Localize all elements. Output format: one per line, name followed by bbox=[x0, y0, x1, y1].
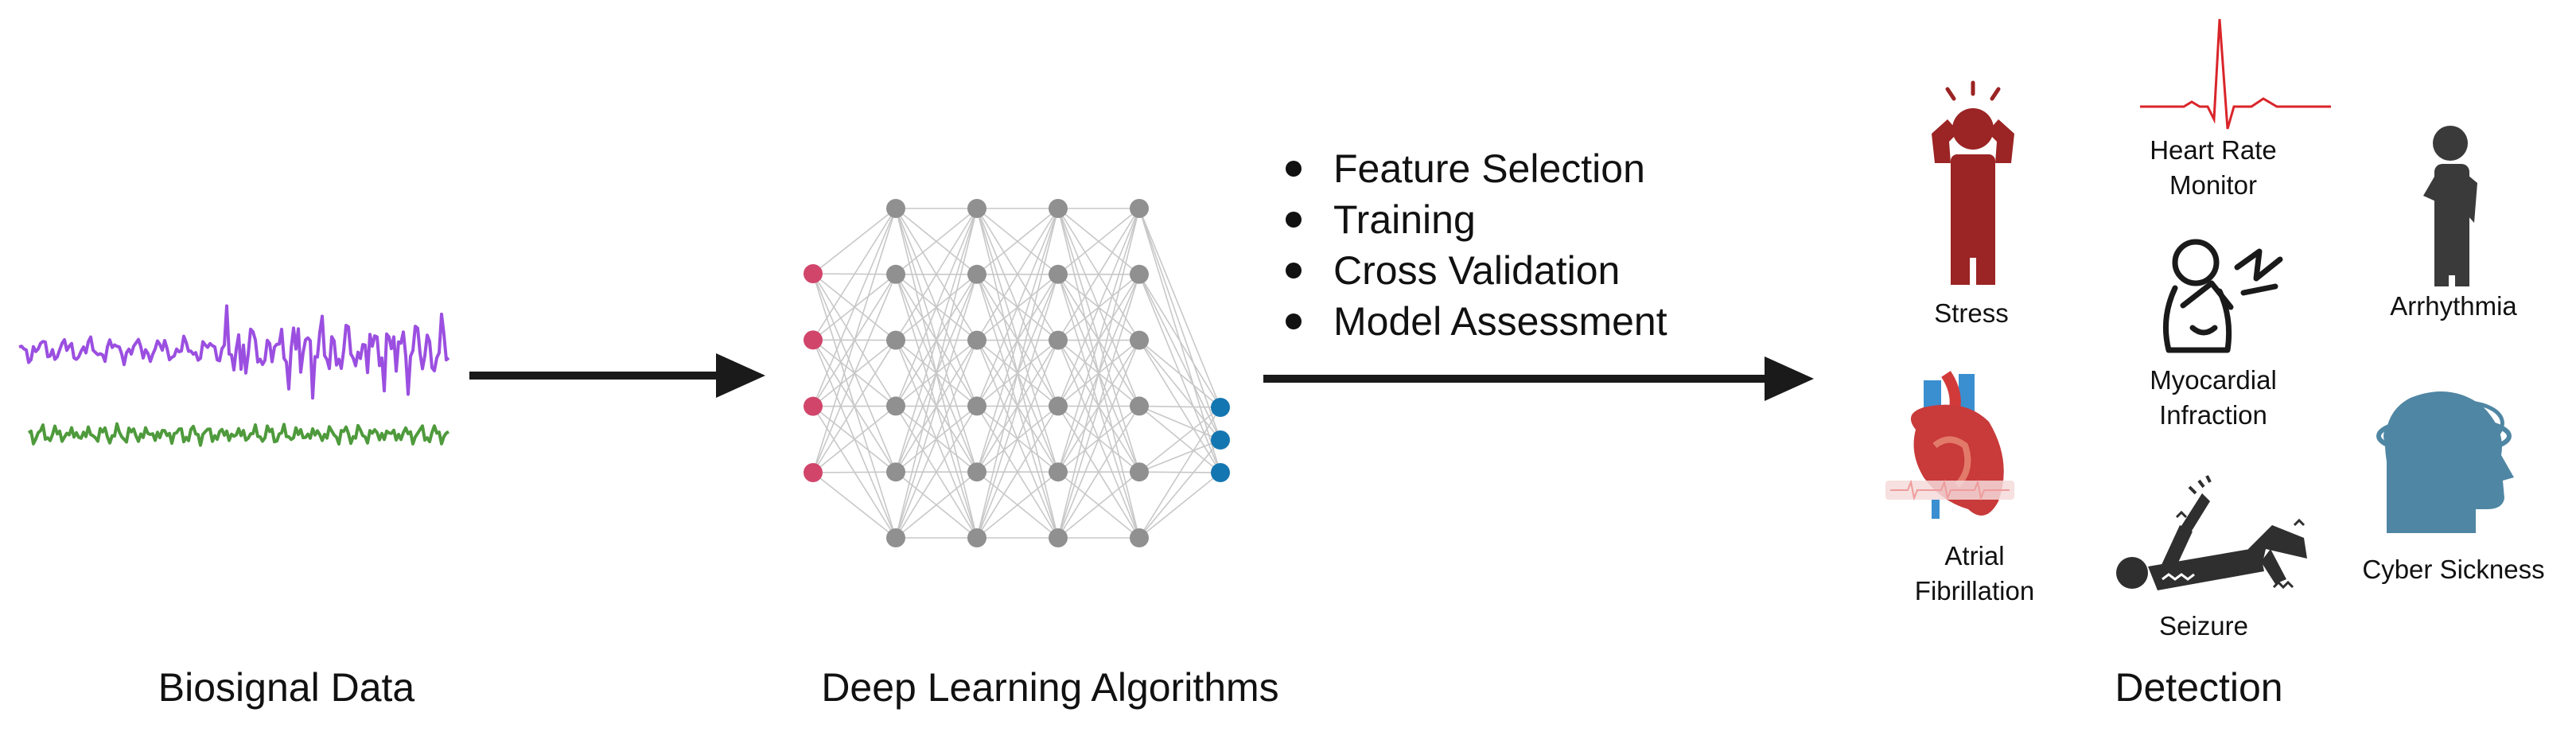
hidden-node bbox=[1049, 199, 1068, 218]
condition-label: Fibrillation bbox=[1915, 574, 2034, 609]
bullet-icon bbox=[1286, 313, 1302, 329]
pipeline-steps-list: Feature Selection Training Cross Validat… bbox=[1281, 143, 1667, 347]
condition-heart-rate-monitor: Heart Rate Monitor bbox=[2150, 133, 2277, 203]
stress-icon bbox=[1932, 83, 2014, 285]
hidden-node bbox=[1130, 265, 1149, 284]
model-section-label: Deep Learning Algorithms bbox=[821, 664, 1278, 711]
bullet-icon bbox=[1286, 263, 1302, 278]
network-edge bbox=[1139, 473, 1220, 538]
condition-label: Infraction bbox=[2150, 398, 2277, 433]
bullet-icon bbox=[1286, 161, 1302, 177]
condition-stress: Stress bbox=[1934, 296, 2009, 331]
network-edge bbox=[1139, 406, 1220, 440]
network-edge bbox=[813, 208, 896, 407]
pipeline-step-label: Feature Selection bbox=[1333, 146, 1645, 191]
pipeline-step-label: Training bbox=[1333, 197, 1476, 242]
condition-label: Heart Rate bbox=[2150, 133, 2277, 168]
hidden-node bbox=[886, 265, 905, 284]
hidden-node bbox=[886, 199, 905, 218]
condition-label: Stress bbox=[1934, 296, 2009, 331]
input-section-label: Biosignal Data bbox=[158, 664, 414, 711]
cyber-sickness-head-icon bbox=[2379, 391, 2514, 533]
hidden-node bbox=[967, 462, 986, 481]
hidden-node bbox=[1130, 331, 1149, 350]
condition-seizure: Seizure bbox=[2159, 609, 2248, 644]
hidden-node bbox=[967, 331, 986, 350]
condition-label: Myocardial bbox=[2150, 363, 2277, 398]
pipeline-step-label: Cross Validation bbox=[1333, 248, 1620, 293]
hidden-node bbox=[886, 462, 905, 481]
hidden-node bbox=[886, 331, 905, 350]
hidden-node bbox=[886, 396, 905, 415]
hidden-node bbox=[1049, 396, 1068, 415]
pipeline-step: Training bbox=[1281, 194, 1667, 245]
pipeline-step: Model Assessment bbox=[1281, 296, 1667, 347]
hidden-node bbox=[1049, 331, 1068, 350]
input-node bbox=[804, 330, 823, 349]
network-edge bbox=[1139, 208, 1220, 407]
hidden-node bbox=[1049, 528, 1068, 547]
input-node bbox=[804, 397, 823, 416]
arrow-to-model bbox=[469, 353, 765, 398]
hidden-node bbox=[1049, 462, 1068, 481]
condition-arrhythmia: Arrhythmia bbox=[2390, 289, 2517, 324]
biosignal-waveforms bbox=[19, 306, 449, 446]
condition-label: Cyber Sickness bbox=[2362, 552, 2544, 587]
output-node bbox=[1211, 463, 1230, 482]
arrow-to-detection bbox=[1263, 356, 1814, 401]
network-edge bbox=[813, 473, 896, 538]
seizure-icon bbox=[2116, 476, 2307, 590]
network-edge bbox=[1139, 341, 1220, 407]
hidden-node bbox=[1049, 265, 1068, 284]
output-node bbox=[1211, 398, 1230, 417]
output-section-label: Detection bbox=[2115, 664, 2282, 711]
arrhythmia-icon bbox=[2423, 126, 2477, 286]
heart-rate-ecg-icon bbox=[2140, 19, 2331, 129]
condition-label: Arrhythmia bbox=[2390, 289, 2517, 324]
network-edge bbox=[1139, 440, 1220, 538]
condition-cyber-sickness: Cyber Sickness bbox=[2362, 552, 2544, 587]
input-node bbox=[804, 463, 823, 482]
network-edges bbox=[813, 208, 1220, 538]
bullet-icon bbox=[1286, 212, 1302, 228]
input-node bbox=[804, 264, 823, 283]
network-edge bbox=[1139, 274, 1220, 407]
network-edge bbox=[1139, 274, 1220, 440]
hidden-node bbox=[1130, 199, 1149, 218]
hidden-node bbox=[1130, 462, 1149, 481]
biosignal-waveform-2 bbox=[29, 424, 449, 446]
myocardial-infraction-icon bbox=[2165, 242, 2280, 350]
pipeline-step: Feature Selection bbox=[1281, 143, 1667, 194]
hidden-node bbox=[1130, 528, 1149, 547]
network-edge bbox=[1139, 341, 1220, 440]
atrial-fibrillation-heart-icon bbox=[1885, 374, 2014, 519]
hidden-node bbox=[886, 528, 905, 547]
hidden-node bbox=[967, 199, 986, 218]
condition-myocardial-infraction: Myocardial Infraction bbox=[2150, 363, 2277, 433]
hidden-node bbox=[967, 528, 986, 547]
condition-atrial-fibrillation: Atrial Fibrillation bbox=[1915, 539, 2034, 609]
condition-label: Monitor bbox=[2150, 168, 2277, 203]
biosignal-waveform-1 bbox=[19, 306, 449, 399]
pipeline-step-label: Model Assessment bbox=[1333, 299, 1667, 344]
network-edge bbox=[1139, 440, 1220, 472]
network-edge bbox=[813, 472, 896, 473]
network-edge bbox=[813, 208, 896, 274]
hidden-node bbox=[967, 396, 986, 415]
output-node bbox=[1211, 430, 1230, 450]
hidden-node bbox=[1130, 396, 1149, 415]
pipeline-step: Cross Validation bbox=[1281, 245, 1667, 296]
hidden-node bbox=[967, 265, 986, 284]
condition-label: Atrial bbox=[1915, 539, 2034, 574]
condition-label: Seizure bbox=[2159, 609, 2248, 644]
